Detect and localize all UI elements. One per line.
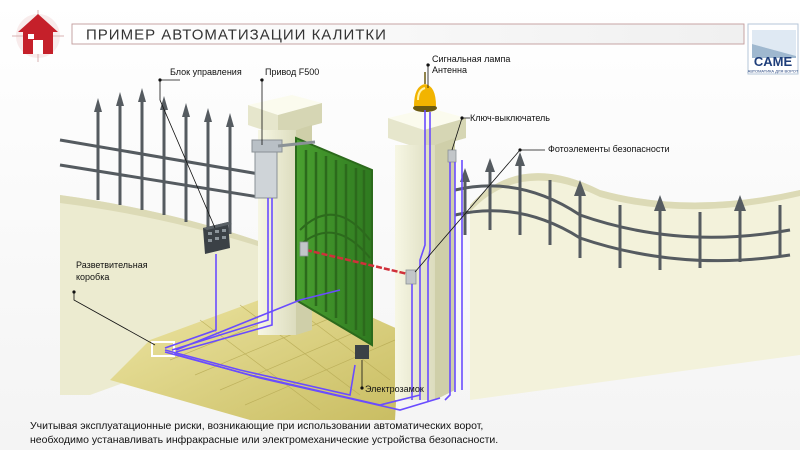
label-junction-box-line2: коробка: [76, 272, 109, 282]
caption: Учитывая эксплуатационные риски, возника…: [30, 420, 498, 446]
right-wall: [470, 173, 800, 400]
logo-brand: CAME: [754, 54, 793, 69]
came-logo: CAME АВТОМАТИКА ДЛЯ ВОРОТ: [747, 23, 799, 75]
label-drive: Привод F500: [265, 67, 319, 77]
label-control-unit: Блок управления: [170, 67, 242, 77]
scene: [59, 72, 800, 420]
key-switch: [447, 149, 457, 163]
page-title: ПРИМЕР АВТОМАТИЗАЦИИ КАЛИТКИ: [86, 27, 387, 44]
caption-line1: Учитывая эксплуатационные риски, возника…: [30, 420, 483, 432]
photocell-receiver: [405, 269, 417, 285]
label-junction-box-line1: Разветвительная: [76, 260, 148, 270]
logo-tagline: АВТОМАТИКА ДЛЯ ВОРОТ: [748, 69, 799, 74]
signal-lamp: [413, 72, 437, 112]
header: ПРИМЕР АВТОМАТИЗАЦИИ КАЛИТКИ CAME АВТОМА…: [12, 10, 799, 75]
gate: [295, 136, 373, 347]
house-icon: [12, 10, 64, 62]
left-fence: [59, 100, 266, 234]
photocell-beam: [305, 248, 413, 277]
caption-line2: необходимо устанавливать инфракрасные ил…: [30, 434, 498, 446]
right-fence: [454, 165, 791, 270]
photocell-transmitter: [299, 241, 309, 257]
label-signal-lamp: Сигнальная лампа: [432, 54, 510, 64]
label-electrolock: Электрозамок: [365, 384, 424, 394]
label-photocells: Фотоэлементы безопасности: [548, 144, 669, 154]
label-antenna: Антенна: [432, 65, 467, 75]
drive-f500: [251, 139, 316, 199]
electrolock: [355, 345, 369, 359]
callout-labels: Блок управления Привод F500 Сигнальная л…: [76, 54, 669, 394]
label-key-switch: Ключ-выключатель: [470, 113, 550, 123]
control-unit: [203, 222, 232, 254]
